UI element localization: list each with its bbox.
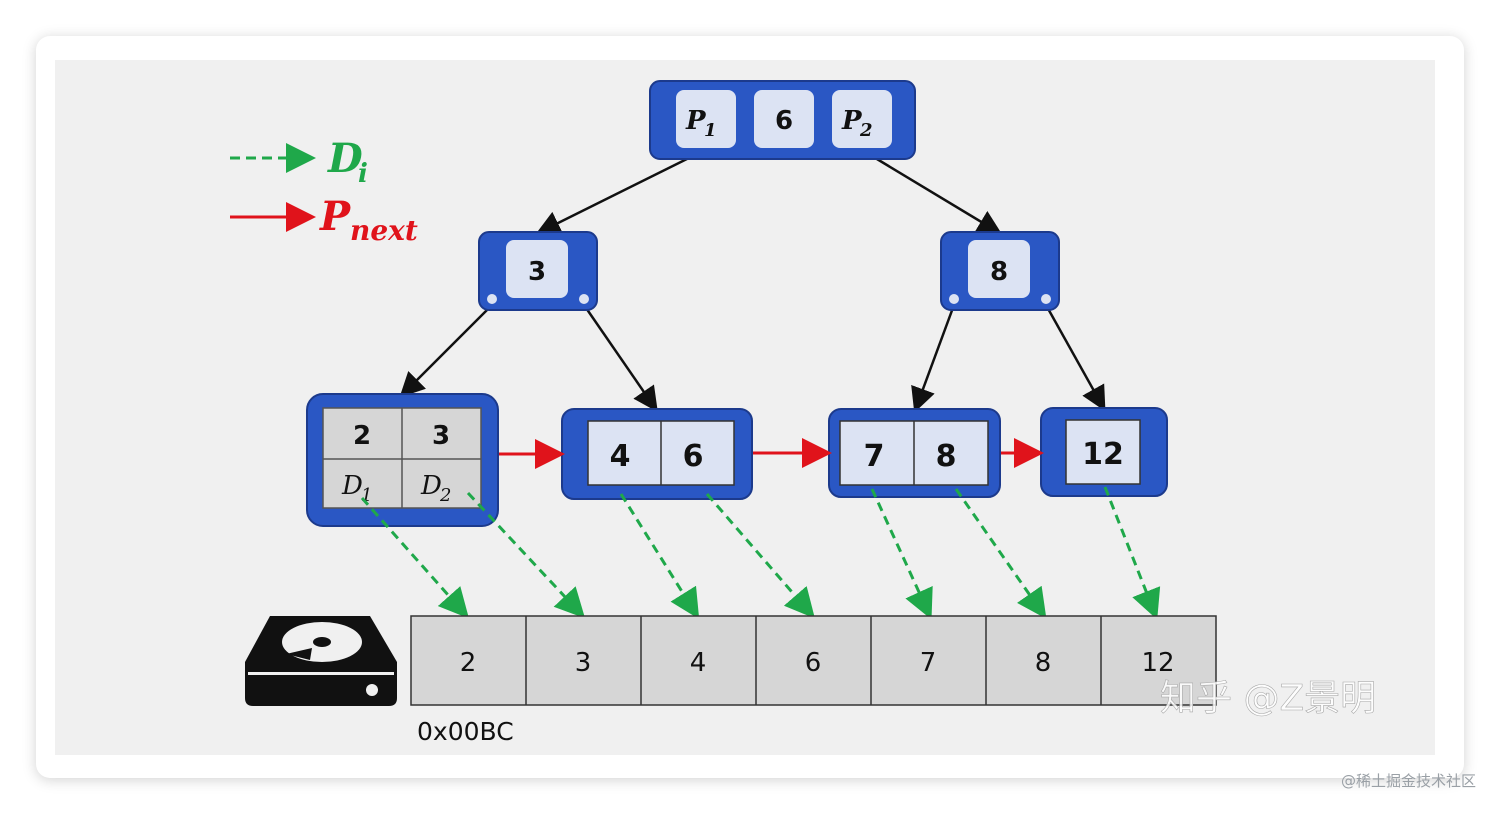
leaf-node-3: 7 8 [828,408,1001,498]
leaf1-key-1: 2 [353,421,371,451]
edge-left-leaf2 [582,304,658,413]
edge-right-leaf4 [1044,304,1106,412]
leaf-node-2: 4 6 [561,408,753,500]
leaf4-slot [1065,419,1141,485]
leaf1-key-2: 3 [432,421,450,451]
memory-cell: 8 [1035,648,1052,678]
leaf2-key-2: 6 [683,439,704,474]
internal-left-slot [506,240,568,298]
root-p2-slot [832,90,892,148]
leaf1-data-1-sub: 1 [361,485,372,506]
memory-cell: 4 [690,648,707,678]
leaf3-key-2: 8 [936,439,957,474]
root-p2-symbol: P [841,106,863,136]
leaf1-data-2-sub: 2 [439,485,451,506]
data-arrow-4 [619,493,700,620]
data-arrow-7 [870,488,933,620]
pointer-dot [579,294,589,304]
next-pointers [499,438,1044,469]
tree-edges [399,148,1106,413]
edge-root-left [535,148,706,235]
leaf4-key-1: 12 [1082,437,1124,472]
data-arrow-8 [954,488,1047,619]
root-p1-slot [676,90,736,148]
data-arrow-3 [466,491,586,619]
leaf3-key-1: 7 [864,439,885,474]
legend-next-sub: next [350,214,418,247]
watermark: 知乎 @Z景明 [1160,678,1376,719]
memory-strip [410,615,1217,706]
data-pointers [360,486,1161,620]
internal-node-left: 3 [478,231,598,311]
pointer-dot [949,294,959,304]
memory-cell: 6 [805,648,822,678]
memory-address: 0x00BC [417,717,514,746]
memory-cell: 7 [920,648,937,678]
root-key: 6 [775,106,793,136]
legend-data-sub: i [358,159,368,189]
root-key-slot [754,90,814,148]
root-p1-symbol: P [685,106,707,136]
root-p2-sub: 2 [859,120,873,141]
pointer-dot [487,294,497,304]
data-arrow-12 [1103,486,1161,620]
internal-right-slot [968,240,1030,298]
root-p1-sub: 1 [704,120,717,141]
root-node: P 1 6 P 2 [649,80,916,160]
leaf1-data-1-symbol: D [341,471,363,501]
leaf2-key-1: 4 [610,439,631,474]
memory-cell: 3 [575,648,592,678]
internal-right-key: 8 [990,257,1008,287]
data-arrow-2 [360,497,469,619]
internal-node-right: 8 [940,231,1060,311]
memory-block: 2 3 4 6 7 8 12 0x00BC [410,615,1217,746]
memory-cell: 12 [1141,648,1174,678]
legend: D i P next [230,135,418,247]
memory-cell: 2 [460,648,477,678]
leaf-node-4: 12 [1040,407,1168,497]
edge-right-leaf3 [911,304,956,413]
footer-credit: @稀土掘金技术社区 [1340,772,1476,790]
legend-data-symbol: D [327,135,363,182]
legend-next-symbol: P [319,193,352,240]
leaf1-data-2-symbol: D [420,471,442,501]
pointer-dot [1041,294,1051,304]
edge-left-leaf1 [399,304,493,398]
hard-disk-icon [245,616,397,706]
data-arrow-6 [705,493,815,619]
leaf-node-1: 2 3 D 1 D 2 [306,393,499,527]
edge-root-right [861,148,1003,235]
internal-left-key: 3 [528,257,546,287]
